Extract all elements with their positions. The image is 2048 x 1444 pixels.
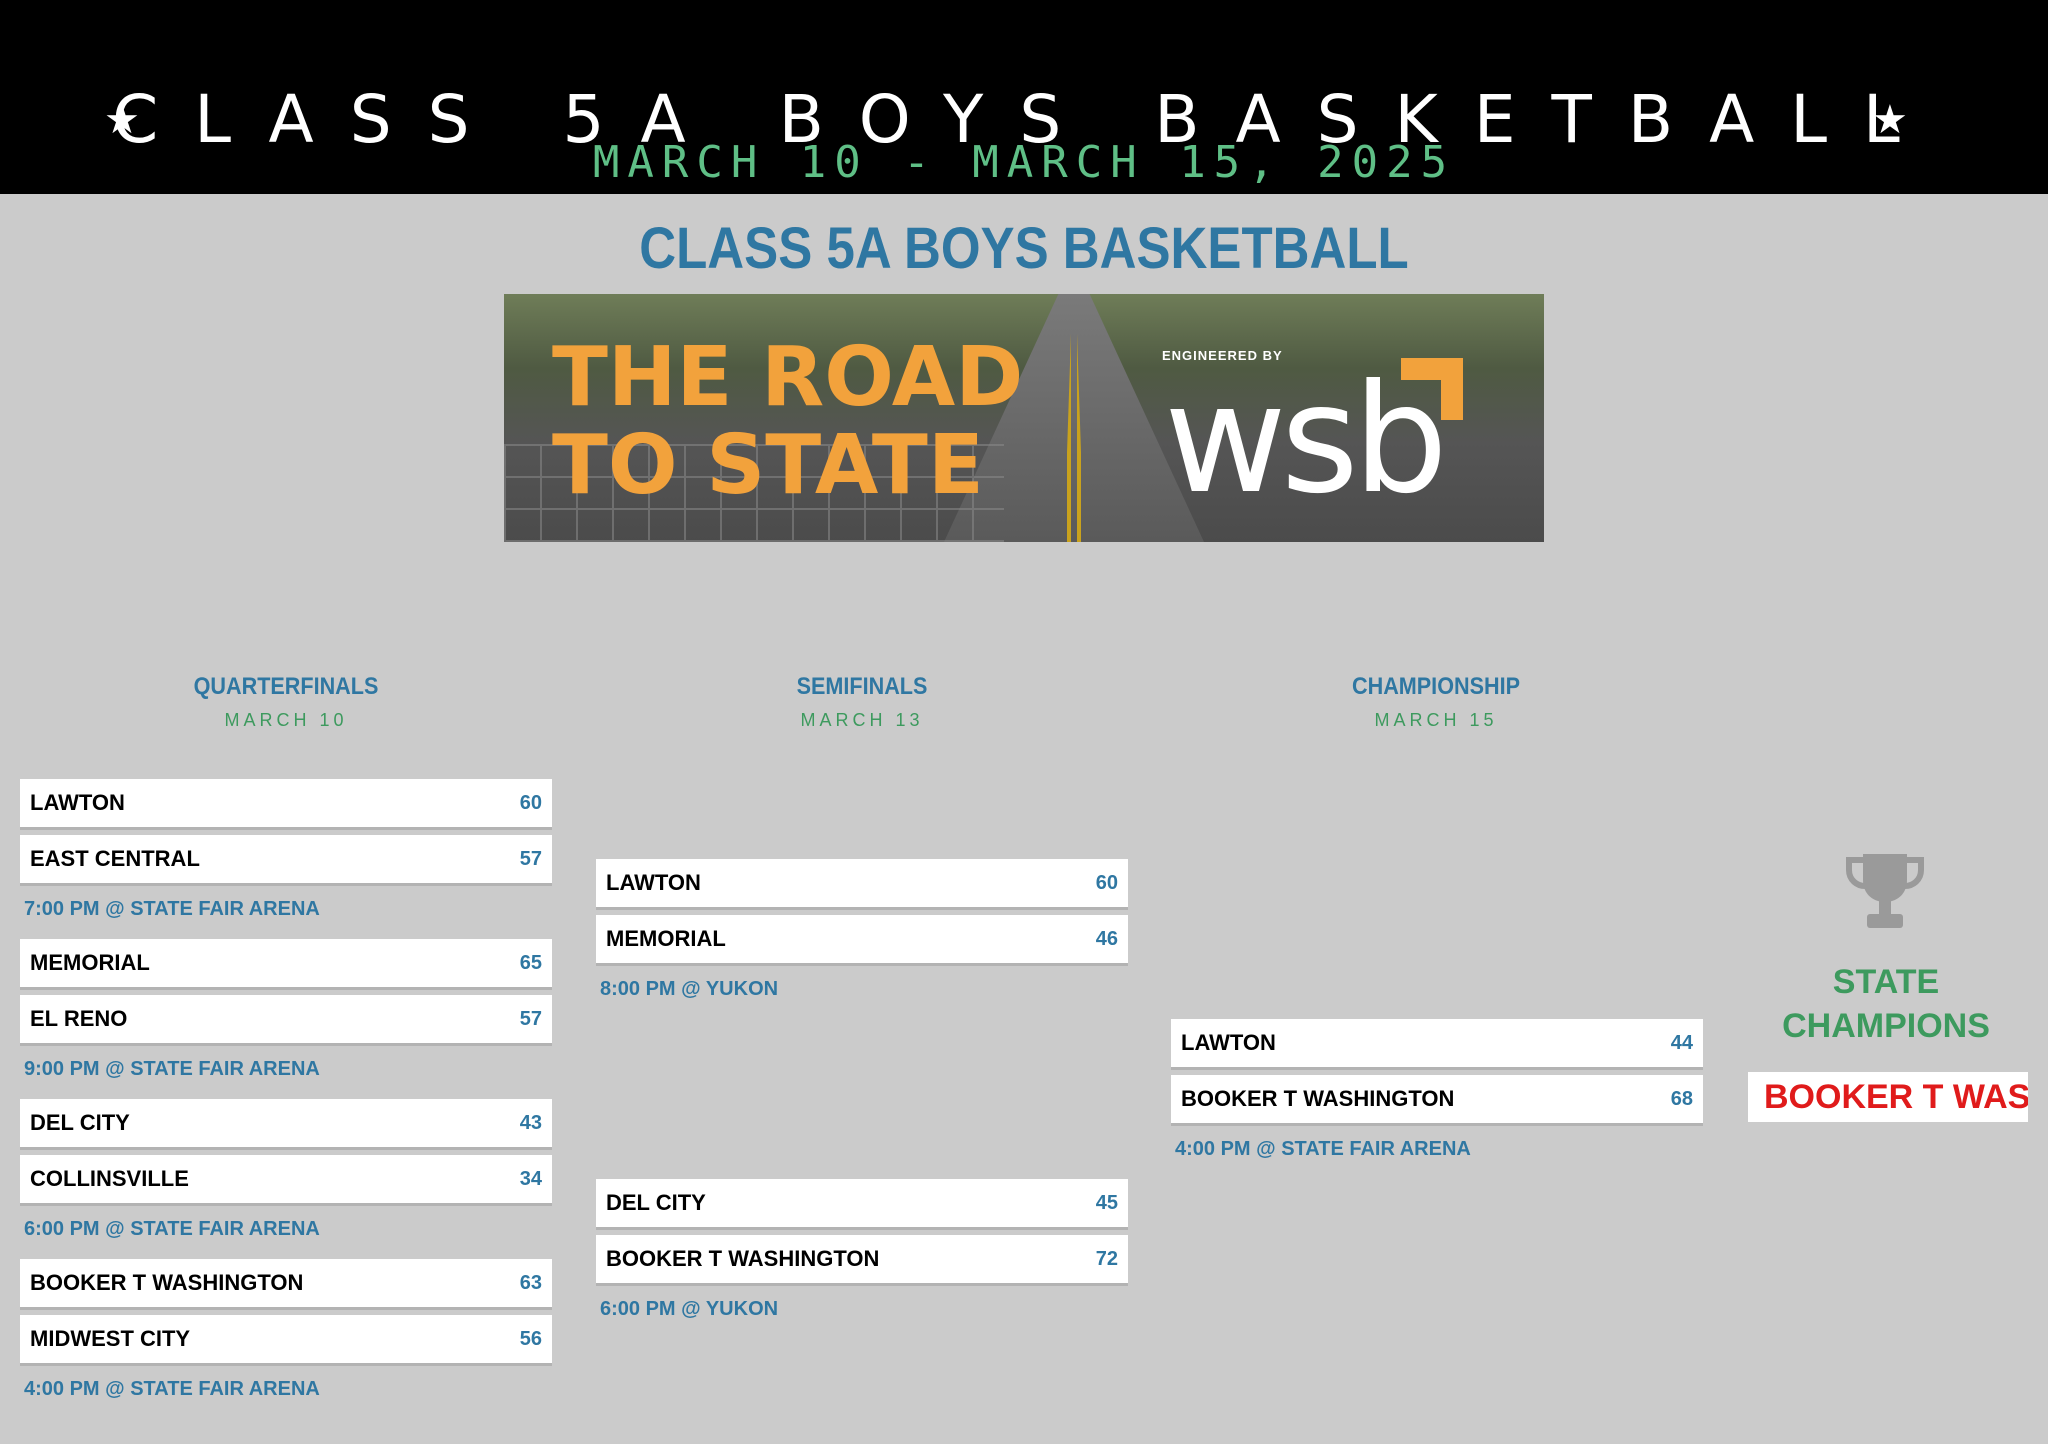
semifinal-team-row[interactable]: MEMORIAL 46 xyxy=(596,915,1128,963)
team-name: MEMORIAL xyxy=(30,950,150,975)
team-score: 68 xyxy=(1670,1088,1693,1110)
trophy-icon xyxy=(1846,854,1924,928)
header-title: CLASS 5A BOYS BASKETBALL xyxy=(112,81,1936,158)
banner-grid-pattern xyxy=(504,444,1004,542)
round-date: MARCH 13 xyxy=(800,710,924,730)
team-name: BOOKER T WASHINGTON xyxy=(606,1246,880,1271)
banner-headline-line2: TO STATE xyxy=(552,418,984,513)
team-name: EL RENO xyxy=(30,1006,128,1031)
game-info: 6:00 PM @ YUKON xyxy=(600,1298,779,1320)
state-champions-label: STATE CHAMPIONS xyxy=(1750,960,2022,1048)
team-score: 60 xyxy=(519,792,542,814)
game-info: 9:00 PM @ STATE FAIR ARENA xyxy=(24,1058,320,1080)
team-name: LAWTON xyxy=(30,790,125,815)
quarterfinal-team-row[interactable]: COLLINSVILLE 34 xyxy=(20,1155,552,1203)
champions-label-line1: STATE xyxy=(1832,963,1940,1001)
team-score: 72 xyxy=(1095,1248,1118,1270)
semifinal-team-row[interactable]: BOOKER T WASHINGTON 72 xyxy=(596,1235,1128,1283)
game-info: 6:00 PM @ STATE FAIR ARENA xyxy=(24,1218,320,1240)
game-info: 4:00 PM @ STATE FAIR ARENA xyxy=(1175,1138,1471,1160)
team-name: BOOKER T WASHINGTON xyxy=(30,1270,304,1295)
championship-team-row[interactable]: LAWTON 44 xyxy=(1171,1019,1703,1067)
quarterfinal-team-row[interactable]: MIDWEST CITY 56 xyxy=(20,1315,552,1363)
team-name: MIDWEST CITY xyxy=(30,1326,191,1351)
road-to-state-banner[interactable]: THE ROAD TO STATE ENGINEERED BY wsb xyxy=(504,294,1544,542)
team-score: 57 xyxy=(519,848,542,870)
banner-headline-line1: THE ROAD xyxy=(552,330,1024,425)
team-score: 57 xyxy=(519,1008,542,1030)
team-name: EAST CENTRAL xyxy=(30,846,200,871)
team-score: 63 xyxy=(519,1272,542,1294)
round-header-championship: CHAMPIONSHIP MARCH 15 xyxy=(1168,672,1704,731)
team-score: 45 xyxy=(1095,1192,1118,1214)
team-score: 34 xyxy=(519,1168,542,1190)
team-score: 46 xyxy=(1095,928,1118,950)
round-header-semifinals: SEMIFINALS MARCH 13 xyxy=(594,672,1130,731)
quarterfinal-team-row[interactable]: MEMORIAL 65 xyxy=(20,939,552,987)
round-header-quarterfinals: QUARTERFINALS MARCH 10 xyxy=(18,672,554,731)
team-name: DEL CITY xyxy=(606,1190,706,1215)
semifinal-team-row[interactable]: DEL CITY 45 xyxy=(596,1179,1128,1227)
team-score: 60 xyxy=(1095,872,1118,894)
quarterfinal-team-row[interactable]: EL RENO 57 xyxy=(20,995,552,1043)
quarterfinal-team-row[interactable]: BOOKER T WASHINGTON 63 xyxy=(20,1259,552,1307)
team-score: 44 xyxy=(1670,1032,1693,1054)
champion-name: BOOKER T WASHINGTON xyxy=(1764,1078,2028,1116)
team-name: BOOKER T WASHINGTON xyxy=(1181,1086,1455,1111)
quarterfinal-team-row[interactable]: DEL CITY 43 xyxy=(20,1099,552,1147)
page-title: CLASS 5A BOYS BASKETBALL xyxy=(639,216,1409,281)
team-name: DEL CITY xyxy=(30,1110,130,1135)
game-info: 8:00 PM @ YUKON xyxy=(600,978,779,1000)
round-name: CHAMPIONSHIP xyxy=(1351,673,1521,700)
champion-name-box: BOOKER T WASHINGTON xyxy=(1748,1072,2028,1122)
wsb-arrow-icon xyxy=(1401,358,1463,420)
team-score: 43 xyxy=(519,1112,542,1134)
banner-engineered-by: ENGINEERED BY xyxy=(1162,348,1283,363)
championship-team-row[interactable]: BOOKER T WASHINGTON 68 xyxy=(1171,1075,1703,1123)
champions-label-line2: CHAMPIONS xyxy=(1782,1007,1990,1045)
header-dates: MARCH 10 - MARCH 15, 2025 xyxy=(592,137,1456,188)
semifinal-team-row[interactable]: LAWTON 60 xyxy=(596,859,1128,907)
banner-headline: THE ROAD TO STATE xyxy=(552,334,1023,510)
round-name: SEMIFINALS xyxy=(796,673,928,700)
team-name: LAWTON xyxy=(606,870,701,895)
star-icon-right: ★ xyxy=(1872,98,1908,142)
game-info: 4:00 PM @ STATE FAIR ARENA xyxy=(24,1378,320,1400)
top-header-bar: ★ CLASS 5A BOYS BASKETBALL ★ MARCH 10 - … xyxy=(0,0,2048,194)
game-info: 7:00 PM @ STATE FAIR ARENA xyxy=(24,898,320,920)
team-score: 65 xyxy=(519,952,542,974)
quarterfinal-team-row[interactable]: LAWTON 60 xyxy=(20,779,552,827)
wsb-logo: wsb xyxy=(1164,353,1448,527)
round-date: MARCH 15 xyxy=(1374,710,1498,730)
team-name: COLLINSVILLE xyxy=(30,1166,189,1191)
team-name: MEMORIAL xyxy=(606,926,726,951)
team-name: LAWTON xyxy=(1181,1030,1276,1055)
round-name: QUARTERFINALS xyxy=(193,673,379,700)
team-score: 56 xyxy=(519,1328,542,1350)
quarterfinal-team-row[interactable]: EAST CENTRAL 57 xyxy=(20,835,552,883)
star-icon-left: ★ xyxy=(104,98,140,142)
round-date: MARCH 10 xyxy=(224,710,348,730)
